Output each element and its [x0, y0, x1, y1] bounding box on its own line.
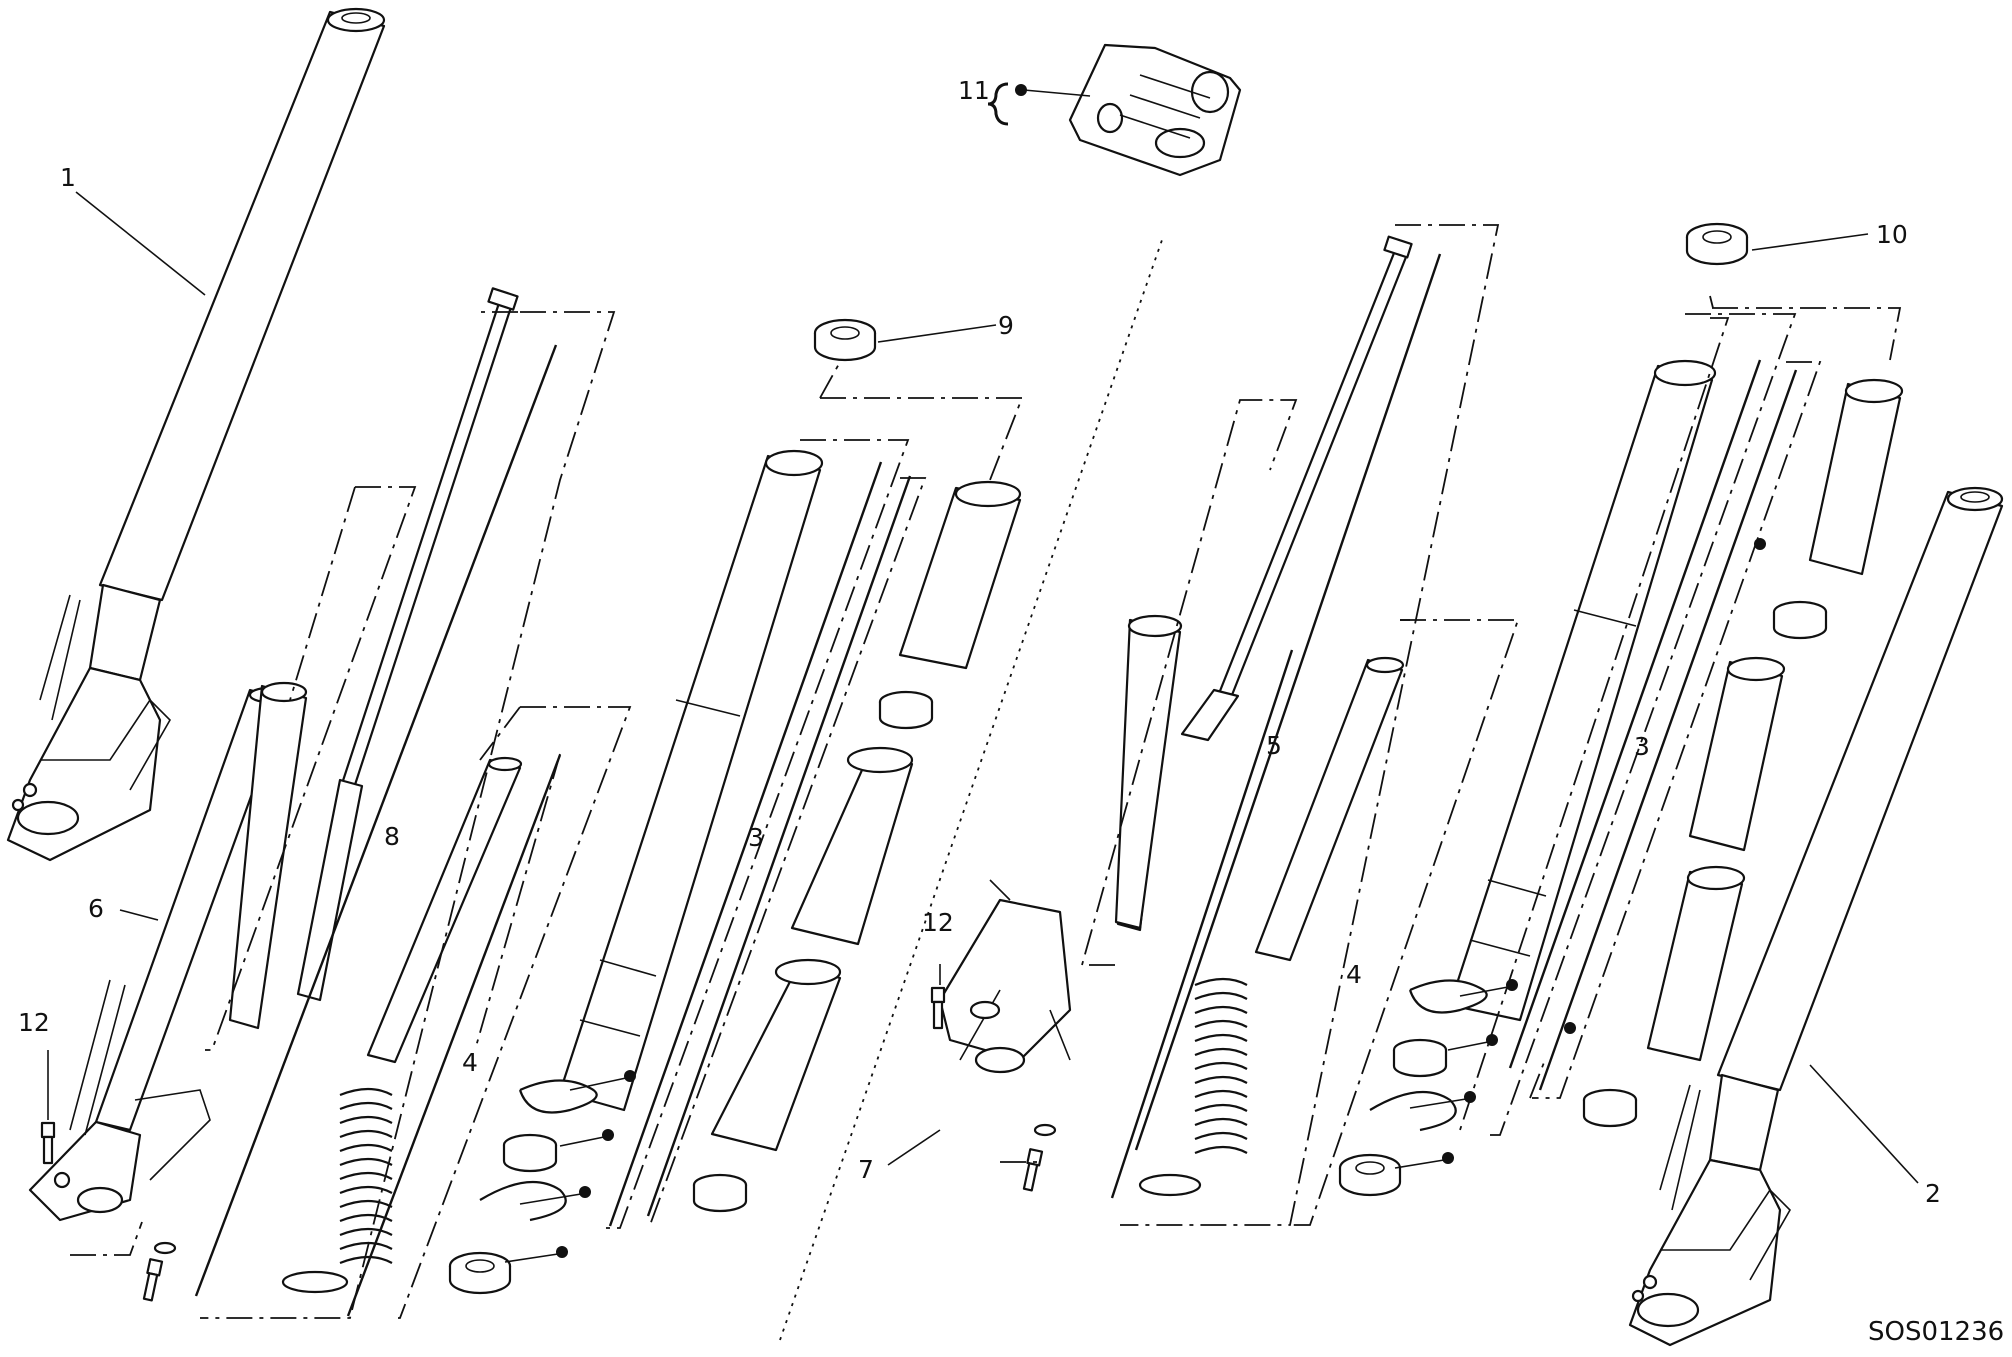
top-cap-10 — [1685, 222, 1749, 266]
outer-tube-3-right — [1448, 359, 1717, 1022]
spring-4-right — [1138, 656, 1405, 1197]
callout-12-right: 12 — [922, 908, 954, 937]
callout-2: 2 — [1925, 1179, 1941, 1208]
callout-labels: 1 2 3 3 4 4 5 6 7 8 9 10 11 12 12 SOS012… — [18, 76, 2004, 1347]
cartridge-5 — [1114, 614, 1183, 930]
assembly-guide-lines — [70, 224, 1902, 1341]
seal-kit-left — [448, 1070, 636, 1295]
damper-rod-5 — [1116, 235, 1413, 932]
inner-tube-6 — [228, 681, 308, 1030]
callout-6: 6 — [88, 894, 104, 923]
fork-slider-7 — [930, 879, 1072, 1192]
top-cap-9 — [813, 318, 877, 362]
outer-tube-3-left — [558, 449, 824, 1112]
leader-lines — [47, 82, 1919, 1184]
cartridge-tubes-right — [1582, 378, 1904, 1128]
callout-5: 5 — [1266, 731, 1282, 760]
assembly-reference-lines — [194, 253, 1798, 1317]
drawing-code: SOS01236 — [1868, 1317, 2004, 1347]
callout-9: 9 — [998, 311, 1014, 340]
cartridge-tubes-left — [692, 480, 1022, 1213]
callout-3-right: 3 — [1634, 732, 1650, 761]
callout-11: 11 — [958, 76, 990, 105]
spring-4-left — [281, 756, 523, 1294]
callout-1: 1 — [60, 163, 76, 192]
callout-4-left: 4 — [462, 1048, 478, 1077]
axle-screws-left — [40, 1121, 177, 1302]
damper-rod-8 — [296, 287, 519, 1002]
callout-7: 7 — [858, 1155, 874, 1184]
fork-slider-left — [28, 686, 288, 1222]
fork-assembly-left — [6, 7, 386, 862]
kit-11 — [1068, 43, 1242, 177]
fork-assembly-right — [1628, 486, 2004, 1347]
callout-12-left: 12 — [18, 1008, 50, 1037]
callout-10: 10 — [1876, 220, 1908, 249]
callout-3-left: 3 — [748, 823, 764, 852]
callout-4-right: 4 — [1346, 960, 1362, 989]
callout-8: 8 — [384, 822, 400, 851]
seal-kit-right — [1338, 538, 1766, 1197]
